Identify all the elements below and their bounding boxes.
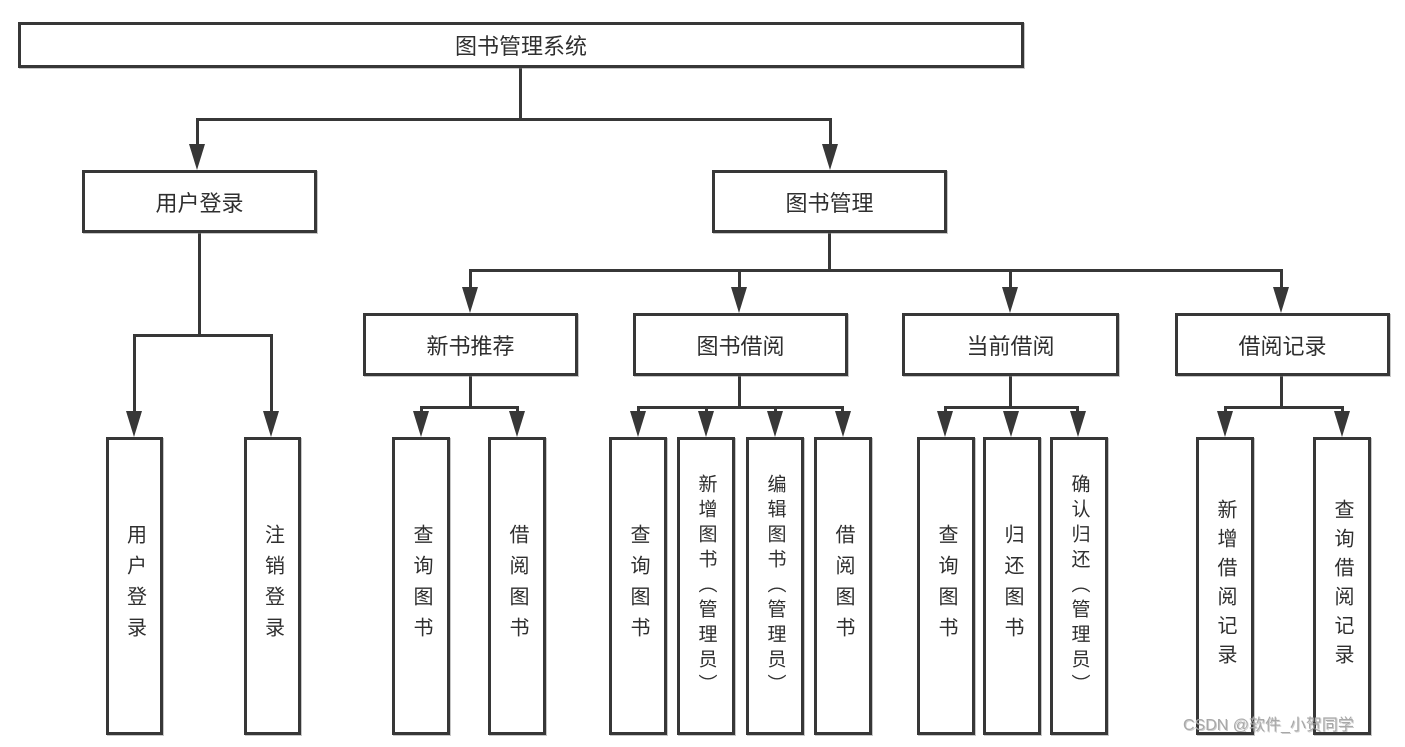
node-book-borrow-label: 图书借阅 xyxy=(696,333,785,359)
leaf-user-login-label: 用户登录 xyxy=(123,524,146,648)
arrow-down-icon xyxy=(1273,287,1289,313)
arrow-down-icon xyxy=(937,411,953,437)
connector-line xyxy=(705,406,708,415)
connector-line xyxy=(196,118,199,147)
arrow-down-icon xyxy=(1003,411,1019,437)
connector-line xyxy=(828,233,831,272)
leaf-edit-books-admin-label: 编辑图书（管理员） xyxy=(764,473,786,699)
connector-line xyxy=(420,406,423,415)
arrow-down-icon xyxy=(189,144,205,170)
arrow-down-icon xyxy=(822,144,838,170)
leaf-user-login: 用户登录 xyxy=(106,437,163,735)
leaf-logout-label: 注销登录 xyxy=(261,524,284,648)
node-new-book-recommend: 新书推荐 xyxy=(363,313,578,376)
node-root: 图书管理系统 xyxy=(18,22,1024,68)
node-borrow-records: 借阅记录 xyxy=(1175,313,1390,376)
leaf-query-books-current-label: 查询图书 xyxy=(935,524,957,648)
leaf-return-books: 归还图书 xyxy=(983,437,1041,735)
leaf-edit-books-admin: 编辑图书（管理员） xyxy=(746,437,804,735)
node-current-borrow: 当前借阅 xyxy=(902,313,1119,376)
leaf-query-books-recommend-label: 查询图书 xyxy=(410,524,432,648)
leaf-query-books-recommend: 查询图书 xyxy=(392,437,450,735)
connector-line xyxy=(1009,376,1012,409)
arrow-down-icon xyxy=(413,411,429,437)
connector-line xyxy=(516,406,519,415)
connector-line xyxy=(738,269,741,290)
leaf-borrow-books: 借阅图书 xyxy=(814,437,872,735)
node-root-label: 图书管理系统 xyxy=(454,34,587,59)
connector-line xyxy=(637,406,640,415)
leaf-query-borrow-record-label: 查询借阅记录 xyxy=(1331,499,1353,673)
connector-line xyxy=(829,118,832,147)
connector-line xyxy=(1009,269,1012,290)
connector-line xyxy=(133,334,136,413)
connector-line xyxy=(469,269,1283,272)
arrow-down-icon xyxy=(698,411,714,437)
connector-line xyxy=(519,66,522,119)
leaf-query-borrow-record: 查询借阅记录 xyxy=(1313,437,1371,735)
connector-line xyxy=(1341,406,1344,415)
connector-line xyxy=(133,334,273,337)
leaf-borrow-books-recommend-label: 借阅图书 xyxy=(506,524,528,648)
leaf-borrow-books-recommend: 借阅图书 xyxy=(488,437,546,735)
arrow-down-icon xyxy=(731,287,747,313)
node-user-login-label: 用户登录 xyxy=(155,190,244,216)
arrow-down-icon xyxy=(126,411,142,437)
node-book-borrow: 图书借阅 xyxy=(633,313,848,376)
node-user-login: 用户登录 xyxy=(82,170,317,233)
arrow-down-icon xyxy=(835,411,851,437)
leaf-add-books-admin: 新增图书（管理员） xyxy=(677,437,735,735)
leaf-add-borrow-record-label: 新增借阅记录 xyxy=(1214,499,1236,673)
arrow-down-icon xyxy=(1002,287,1018,313)
leaf-confirm-return-admin: 确认归还（管理员） xyxy=(1050,437,1108,735)
leaf-add-borrow-record: 新增借阅记录 xyxy=(1196,437,1254,735)
leaf-query-books-borrow: 查询图书 xyxy=(609,437,667,735)
watermark: CSDN @软件_小贺同学 xyxy=(1183,717,1354,734)
connector-line xyxy=(198,233,201,336)
connector-line xyxy=(944,406,947,415)
arrow-down-icon xyxy=(263,411,279,437)
leaf-add-books-admin-label: 新增图书（管理员） xyxy=(695,473,717,699)
node-borrow-records-label: 借阅记录 xyxy=(1238,333,1327,359)
leaf-return-books-label: 归还图书 xyxy=(1001,524,1023,648)
connector-line xyxy=(1280,376,1283,409)
connector-line xyxy=(1280,269,1283,290)
connector-line xyxy=(1224,406,1344,409)
leaf-confirm-return-admin-label: 确认归还（管理员） xyxy=(1068,473,1090,699)
node-current-borrow-label: 当前借阅 xyxy=(966,333,1055,359)
connector-line xyxy=(637,406,844,409)
node-book-management: 图书管理 xyxy=(712,170,947,233)
connector-line xyxy=(738,376,741,409)
connector-line xyxy=(841,406,844,415)
node-book-management-label: 图书管理 xyxy=(785,190,874,216)
connector-line xyxy=(196,118,832,121)
connector-line xyxy=(1076,406,1079,415)
arrow-down-icon xyxy=(509,411,525,437)
arrow-down-icon xyxy=(767,411,783,437)
leaf-query-books-current: 查询图书 xyxy=(917,437,975,735)
arrow-down-icon xyxy=(1217,411,1233,437)
leaf-query-books-borrow-label: 查询图书 xyxy=(627,524,649,648)
connector-line xyxy=(420,406,518,409)
arrow-down-icon xyxy=(462,287,478,313)
arrow-down-icon xyxy=(630,411,646,437)
connector-line xyxy=(469,376,472,409)
connector-line xyxy=(270,334,273,413)
leaf-logout: 注销登录 xyxy=(244,437,301,735)
connector-line xyxy=(1224,406,1227,415)
leaf-borrow-books-label: 借阅图书 xyxy=(832,524,854,648)
connector-line xyxy=(469,269,472,290)
arrow-down-icon xyxy=(1334,411,1350,437)
connector-line xyxy=(944,406,1079,409)
arrow-down-icon xyxy=(1070,411,1086,437)
node-new-book-recommend-label: 新书推荐 xyxy=(426,333,515,359)
connector-line xyxy=(774,406,777,415)
